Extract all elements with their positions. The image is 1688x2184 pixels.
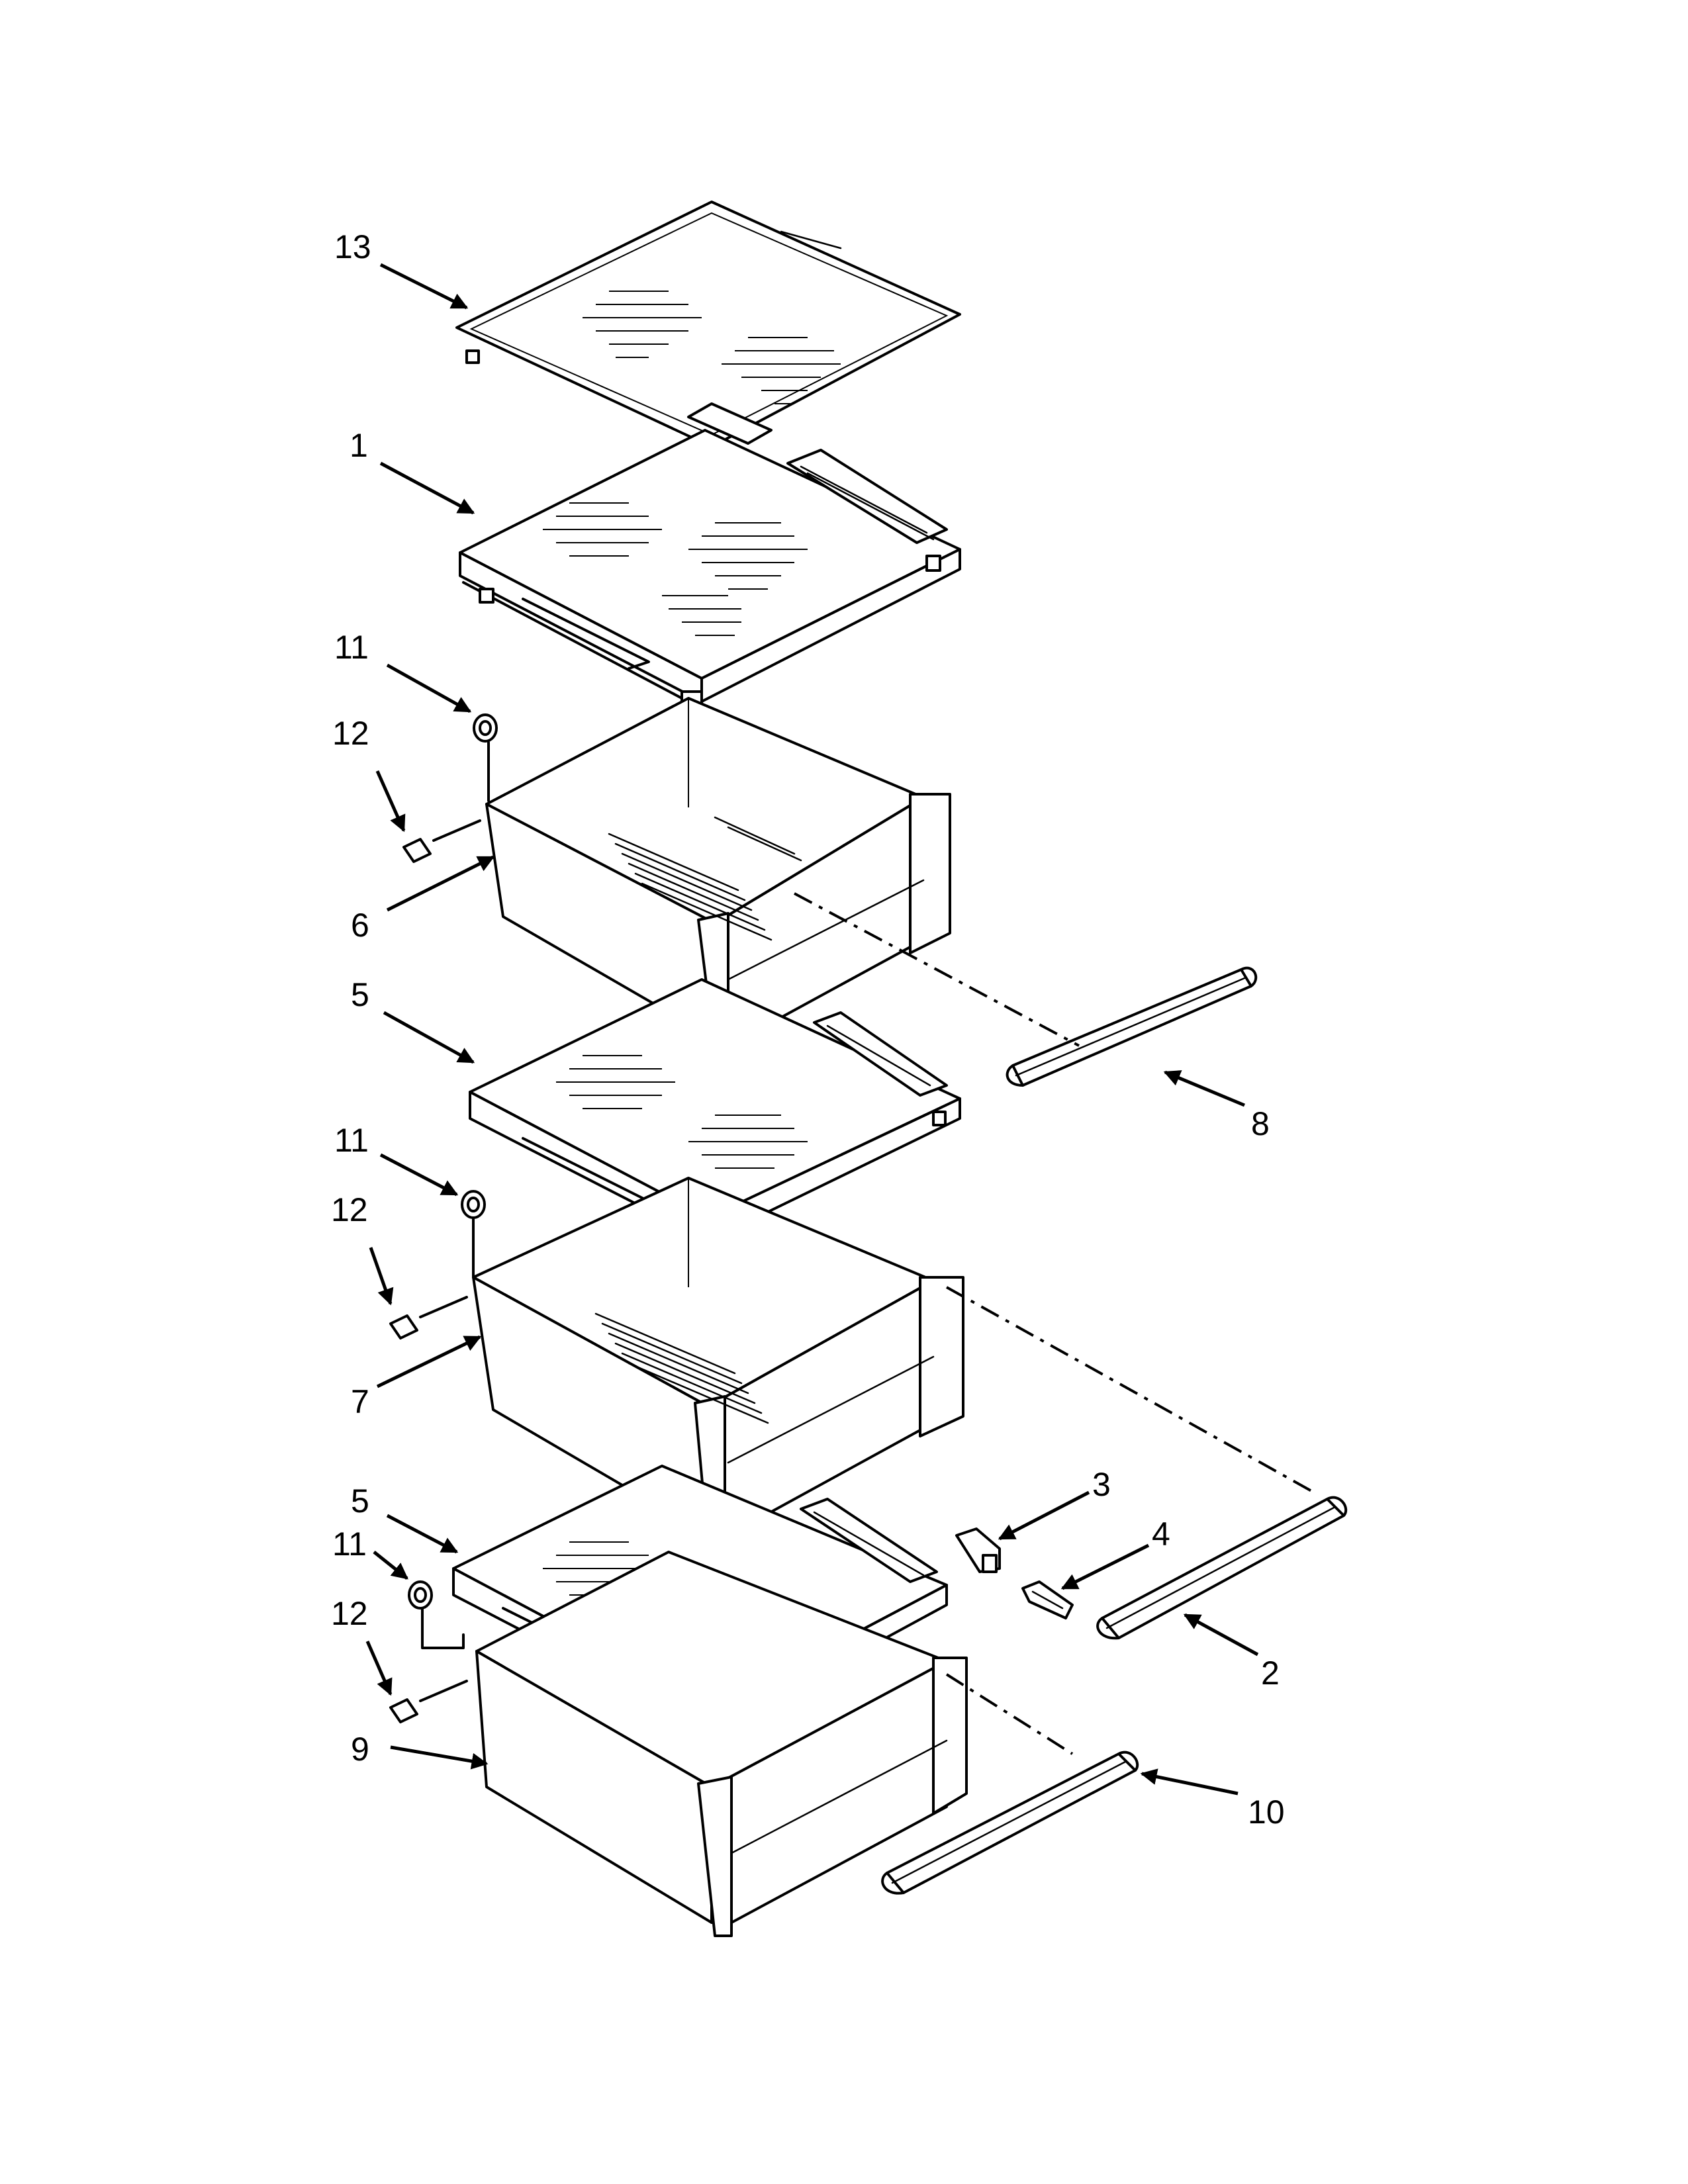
callout-13: 13	[334, 228, 371, 265]
callouts: 13 1 11 12 6 5 8 11 12 7 3 4 5 11 12 2 9…	[331, 228, 1285, 1831]
callout-11: 11	[332, 1525, 367, 1563]
part-1-crisper-cover	[459, 429, 961, 713]
part-12-pin-upper	[402, 819, 481, 863]
part-12-pin-middle	[389, 1296, 468, 1340]
callout-5: 5	[351, 1482, 369, 1520]
callout-1: 1	[350, 427, 368, 464]
callout-11: 11	[334, 629, 369, 666]
callout-11: 11	[334, 1122, 369, 1159]
callout-4: 4	[1152, 1516, 1170, 1553]
part-11-roller-middle	[461, 1190, 486, 1279]
callout-9: 9	[351, 1731, 369, 1768]
part-8-drawer-rail	[1006, 966, 1258, 1087]
part-9-pantry-drawer	[475, 1551, 968, 1937]
part-10-drawer-rail	[881, 1751, 1139, 1895]
part-11-roller-upper	[473, 713, 498, 802]
part-12-pin-lower	[389, 1680, 468, 1723]
part-4-clip	[1021, 1580, 1074, 1619]
part-13-glass-shelf	[455, 201, 961, 448]
callout-2: 2	[1261, 1655, 1280, 1692]
callout-6: 6	[351, 907, 369, 944]
callout-7: 7	[351, 1383, 369, 1420]
callout-12: 12	[332, 715, 369, 752]
callout-12: 12	[331, 1191, 368, 1228]
callout-10: 10	[1248, 1794, 1285, 1831]
callout-8: 8	[1251, 1105, 1270, 1142]
part-2-drawer-rail	[1096, 1496, 1348, 1640]
part-7-crisper-drawer	[472, 1177, 964, 1550]
callout-12: 12	[331, 1595, 368, 1632]
part-3-bracket	[955, 1527, 1001, 1573]
assembly-lines	[794, 892, 1315, 1755]
part-11-roller-lower	[408, 1580, 465, 1649]
leader-arrows	[365, 263, 1259, 1796]
callout-5: 5	[351, 976, 369, 1013]
callout-3: 3	[1092, 1466, 1111, 1503]
